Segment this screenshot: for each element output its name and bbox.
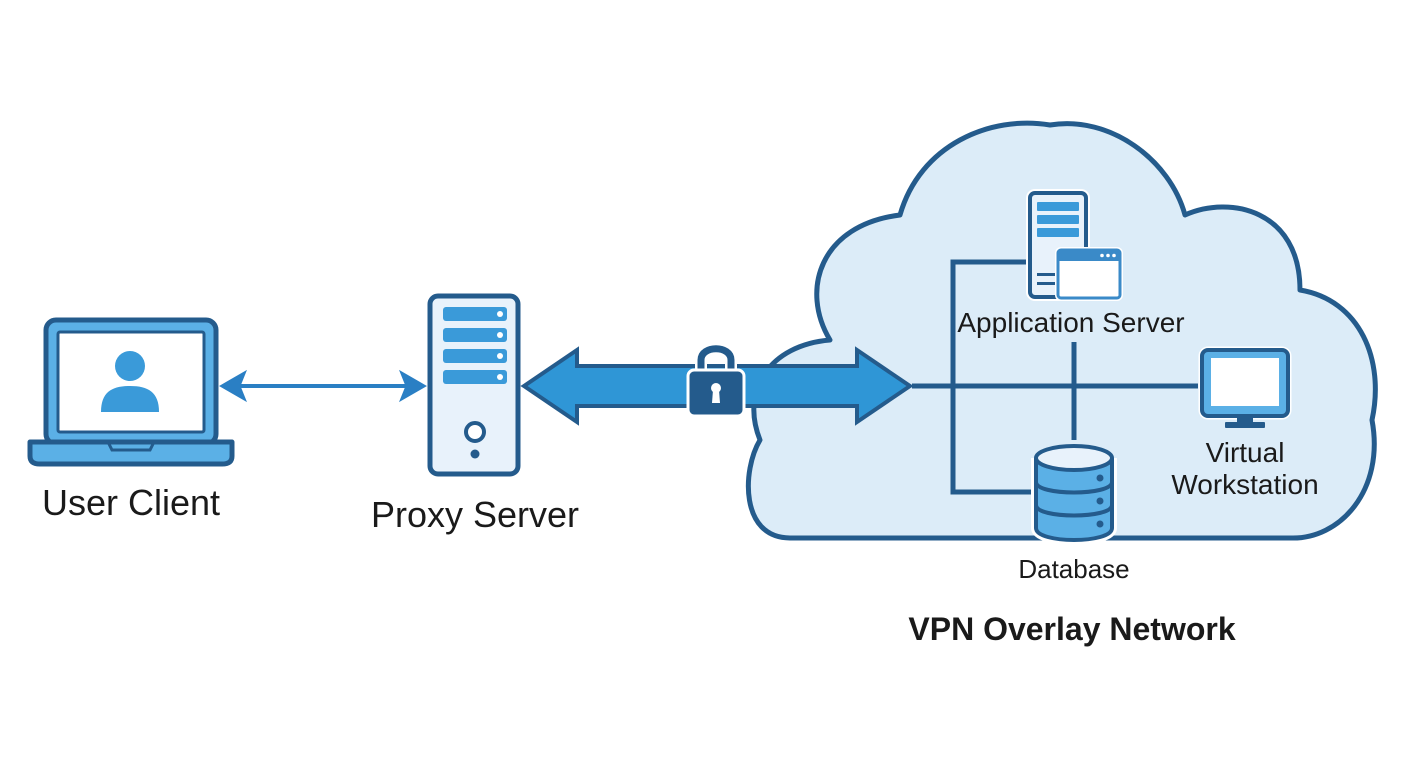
proxy-server-node[interactable]: Proxy Server <box>371 293 579 535</box>
monitor-icon <box>1198 346 1292 428</box>
lock-icon <box>686 342 746 418</box>
user-client-node[interactable]: User Client <box>27 317 235 523</box>
virtual-workstation-label-line2: Workstation <box>1171 469 1318 500</box>
virtual-workstation-node[interactable]: Virtual Workstation <box>1171 346 1319 500</box>
user-client-label: User Client <box>42 482 220 523</box>
network-link-left-loop <box>950 259 1038 495</box>
user-head <box>115 351 145 381</box>
database-icon <box>1031 444 1117 545</box>
arrowhead-left <box>218 369 248 403</box>
app-server-icon <box>1026 189 1123 301</box>
encrypted-tunnel-arrow <box>520 342 914 426</box>
application-server-node[interactable]: Application Server <box>957 189 1185 338</box>
database-label: Database <box>1018 554 1129 584</box>
power-button <box>464 421 486 443</box>
virtual-workstation-label-line1: Virtual <box>1206 437 1285 468</box>
application-server-label: Application Server <box>957 307 1184 338</box>
vpn-overlay-network-title: VPN Overlay Network <box>908 611 1235 647</box>
network-lines <box>912 259 1198 495</box>
database-node[interactable]: Database <box>1018 444 1130 584</box>
proxy-server-label: Proxy Server <box>371 494 579 535</box>
browser-window-icon <box>1055 247 1123 301</box>
user-body <box>101 386 159 412</box>
arrowhead-right <box>398 369 428 403</box>
client-proxy-arrow <box>218 369 428 403</box>
laptop-user-icon <box>27 317 235 467</box>
server-tower-icon <box>427 293 521 477</box>
